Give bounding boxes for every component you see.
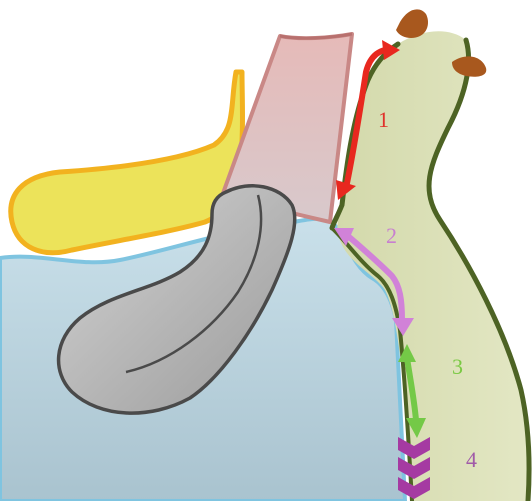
- yellow-pouch: [11, 72, 243, 253]
- label-2: 2: [386, 223, 397, 248]
- chevrons-4: [398, 437, 430, 499]
- label-4: 4: [466, 447, 477, 472]
- brown-tip-top: [396, 9, 428, 38]
- label-3: 3: [452, 354, 463, 379]
- label-1: 1: [378, 107, 389, 132]
